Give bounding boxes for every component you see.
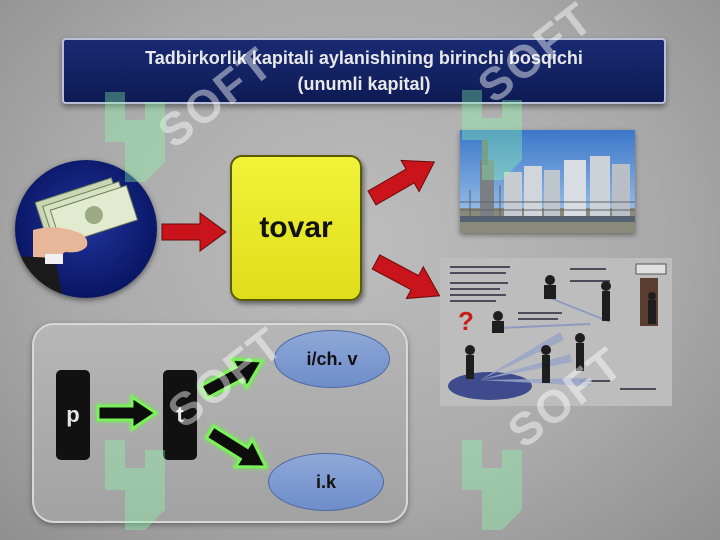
question-mark: ?	[458, 306, 474, 336]
tovar-box: tovar	[230, 155, 362, 301]
arrow-t-to-bottom	[204, 423, 269, 469]
arrow-p-to-t	[96, 394, 159, 432]
watermark-logo-icon	[462, 90, 522, 180]
title-line-2: (unumli kapital)	[297, 74, 431, 94]
t-bar: t	[163, 370, 197, 460]
watermark-logo-icon	[105, 92, 165, 182]
slide-title: Tadbirkorlik kapitali aylanishining biri…	[62, 38, 666, 104]
arrow-tovar-to-factory	[367, 159, 436, 206]
title-line-1: Tadbirkorlik kapitali aylanishining biri…	[145, 48, 583, 68]
business-diagram-image: ?	[440, 258, 672, 406]
ellipse-top: i/ch. v	[274, 330, 390, 388]
factory-image	[460, 130, 635, 233]
arrow-t-to-top	[198, 357, 265, 401]
arrow-tovar-to-business	[371, 254, 441, 300]
arrow-money-to-tovar	[161, 212, 227, 252]
p-bar: p	[56, 370, 90, 460]
ellipse-bottom: i.k	[268, 453, 384, 511]
watermark-logo-icon	[462, 440, 522, 530]
watermark-logo-icon	[105, 440, 165, 530]
